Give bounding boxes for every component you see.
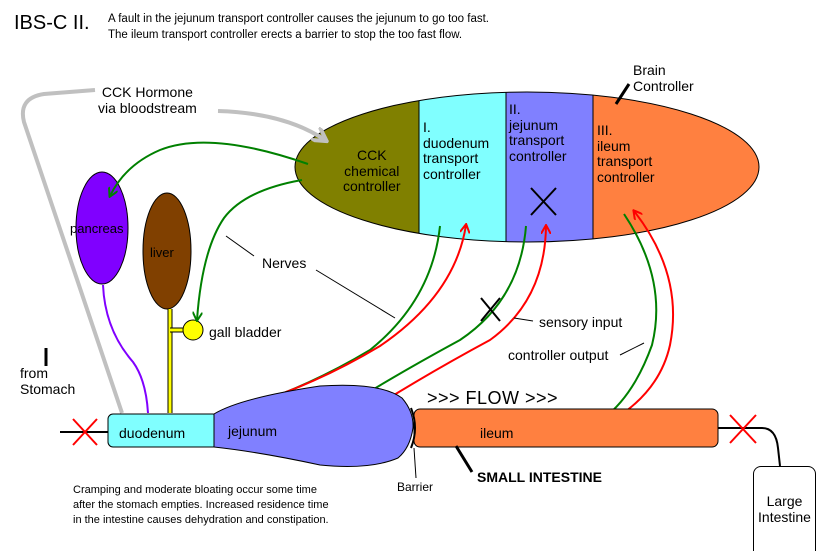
cck-to-gallbladder-nerve [197,179,303,320]
jejunum-segment [213,384,414,467]
flow-label: >>> FLOW >>> [427,388,559,408]
brain-label-line: Controller [633,77,694,94]
ileum-controller-label: III. ileum transport controller [597,122,655,186]
ileum-controller-line: controller [597,169,655,186]
ileum-controller-line: transport [597,153,653,170]
duodenum-controller-section [419,92,506,242]
jejunum-controller-fault-x [530,187,557,216]
from-stomach-line: from [20,365,48,381]
gall-bladder-organ [182,319,204,341]
jejunum-controller-line: transport [509,132,565,149]
symptom-note: Cramping and moderate bloating occur som… [73,483,329,528]
sensory-input-label: sensory input [539,314,623,330]
bloodstream-line [21,88,124,414]
duodenum-controller-line: I. [423,119,431,135]
stomach-fault-x [72,418,98,446]
jejunum-sensory-nerve [364,226,546,414]
barrier [410,407,416,449]
from-stomach-label: from Stomach [20,365,76,397]
ileum-sensory-nerve [615,211,675,419]
gall-bladder-label: gall bladder [209,324,282,340]
large-intestine-box [753,466,816,551]
note-line: after the stomach empties. Increased res… [73,499,329,511]
duodenum-controller-label: I. duodenum transport controller [423,119,490,183]
liver-label: liver [150,245,174,260]
liver-organ [142,192,192,310]
ileum-label: ileum [480,425,514,441]
cck-label-line: CCK [357,147,387,163]
jejunum-controller-line: jejunum [509,116,559,133]
cck-label-line: chemical [344,162,400,179]
brain-label-line: Brain [633,62,666,78]
large-intestine-line: Intestine [758,508,811,525]
pancreas-label: pancreas [70,221,124,236]
nerves-label: Nerves [262,255,307,271]
pancreatic-duct [102,284,149,414]
ileum-controller-line: III. [597,122,613,138]
jejunum-controller-line: controller [509,148,567,165]
small-intestine-label: SMALL INTESTINE [477,469,602,485]
controller-output-label: controller output [508,347,609,363]
jejunum-controller-section [506,92,593,242]
cck-label-line: controller [343,178,401,195]
brain-pointer [614,83,631,105]
hormone-label-line: via bloodstream [98,99,197,116]
sensory-fault-x [480,297,501,322]
note-line: Cramping and moderate bloating occur som… [73,484,317,496]
cck-to-pancreas-nerve [110,141,309,196]
barrier-label: Barrier [397,480,434,494]
subtitle: A fault in the jejunum transport control… [108,11,489,43]
hormone-label-line: CCK Hormone [101,84,193,100]
ileum-controller-line: ileum [597,137,631,154]
duodenum-controller-line: transport [423,150,479,167]
subtitle-line: A fault in the jejunum transport control… [108,13,489,25]
jejunum-label: jejunum [228,423,278,439]
large-intestine-label: Large Intestine [757,493,812,525]
duodenum-controller-line: controller [423,166,481,183]
duodenum-label: duodenum [119,425,186,441]
cck-controller-label: CCK chemical controller [343,147,401,195]
pancreas-organ [75,171,129,285]
duodenum-controller-line: duodenum [423,134,490,151]
large-intestine-fault-x [729,414,757,444]
jejunum-controller-label: II. jejunum transport controller [509,101,567,165]
note-line: in the intestine causes dehydration and … [73,514,329,526]
ileum-output-nerve [604,213,658,418]
page-title: IBS-C II. [14,12,90,34]
hormone-arrow [217,109,325,140]
large-intestine-line: Large [766,493,803,509]
ileum-segment [413,408,719,448]
brain-controller-label: Brain Controller [633,62,694,94]
jejunum-controller-line: II. [509,101,521,117]
subtitle-line: The ileum transport controller erects a … [108,29,463,41]
cck-hormone-label: CCK Hormone via bloodstream [98,84,197,116]
from-stomach-line: Stomach [20,380,76,397]
